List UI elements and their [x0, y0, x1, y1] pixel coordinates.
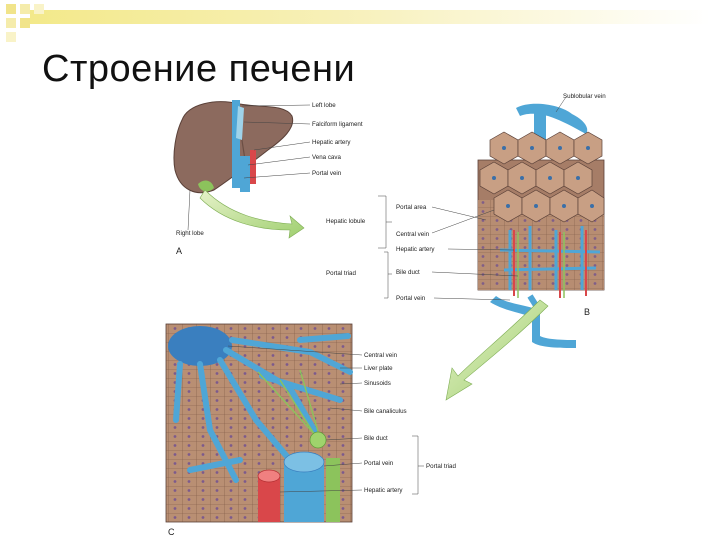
label-portal-vein-a: Portal vein — [312, 170, 342, 177]
label-sinusoids: Sinusoids — [364, 380, 391, 387]
label-bile-duct-b: Bile duct — [396, 269, 420, 276]
label-hepatic-artery-b: Hepatic artery — [396, 246, 435, 253]
label-portal-vein-b: Portal vein — [396, 295, 426, 302]
label-bile-duct-c: Bile duct — [364, 435, 388, 442]
label-hepatic-artery-a: Hepatic artery — [312, 139, 351, 146]
panel-b-letter: B — [584, 307, 590, 317]
label-portal-triad-c: Portal triad — [426, 463, 456, 470]
panel-c-letter: C — [168, 527, 175, 537]
label-portal-area: Portal area — [396, 204, 427, 211]
label-central-vein-b: Central vein — [396, 231, 430, 238]
label-left-lobe: Left lobe — [312, 102, 336, 109]
arrow-a-to-b — [200, 190, 304, 238]
label-hepatic-artery-c: Hepatic artery — [364, 487, 403, 494]
label-sublobular-vein: Sublobular vein — [563, 93, 606, 100]
label-right-lobe: Right lobe — [176, 230, 204, 237]
label-portal-triad-b: Portal triad — [326, 270, 356, 277]
label-hepatic-lobule: Hepatic lobule — [326, 218, 366, 225]
panel-a-letter: A — [176, 246, 182, 256]
label-central-vein-c: Central vein — [364, 352, 398, 359]
panel-a-liver — [174, 100, 293, 193]
panel-c-detail — [166, 324, 352, 522]
label-portal-vein-c: Portal vein — [364, 460, 394, 467]
label-liver-plate: Liver plate — [364, 365, 393, 372]
arrow-b-to-c — [446, 300, 548, 400]
label-bile-canaliculus: Bile canaliculus — [364, 408, 407, 415]
label-falciform-ligament: Falciform ligament — [312, 121, 363, 128]
label-vena-cava: Vena cava — [312, 154, 341, 161]
